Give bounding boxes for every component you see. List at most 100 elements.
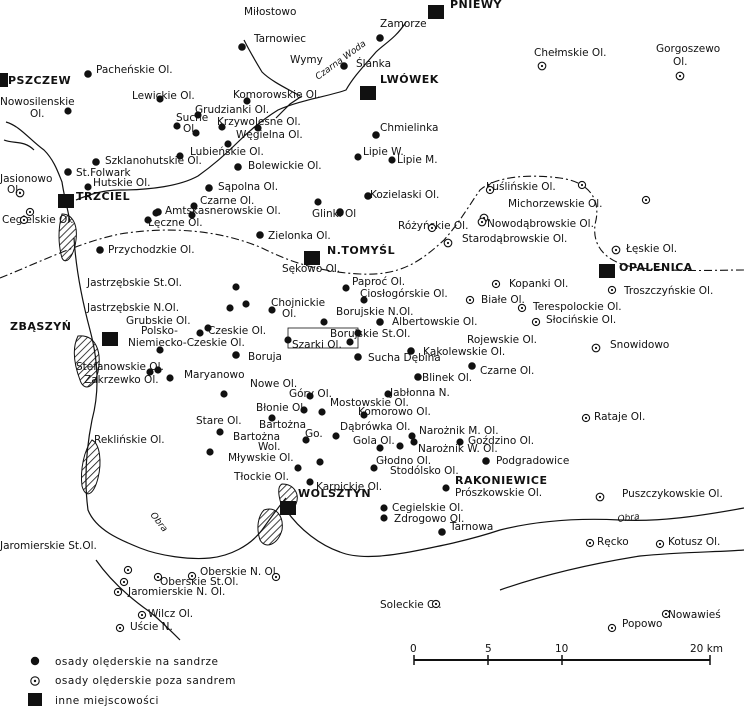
sandr-settlement-marker: [380, 514, 388, 522]
sandr-settlement-label-tłockie-ol: Tłockie Ol.: [233, 471, 289, 483]
scale-tick-5: 5: [485, 643, 492, 655]
sandr-settlement-label-jastrzębskie-n-ol: Jastrzębskie N.Ol.: [86, 302, 179, 314]
sandr-settlement-marker: [234, 163, 242, 171]
sandr-settlement-marker: [370, 464, 378, 472]
sandr-settlement-marker: [354, 353, 362, 361]
sandr-settlement-marker: [456, 438, 464, 446]
sandr-settlement-marker: [468, 362, 476, 370]
sandr-settlement-marker: [332, 432, 340, 440]
town-marker-zbąszyń: [102, 332, 118, 346]
non-sandr-settlement-label-starodąbrowskie-ol: Starodąbrowskie Ol.: [462, 233, 567, 245]
sandr-settlement-label-lipie-m: Lipie M.: [397, 154, 438, 166]
sandr-settlement-label-prószkowskie-ol: Prószkowskie Ol.: [455, 487, 542, 499]
sandr-settlement-marker: [64, 107, 72, 115]
sandr-settlement-marker: [64, 168, 72, 176]
legend-non-sandr-label: osady olęderskie poza sandrem: [55, 675, 236, 687]
sandr-settlement-label-zielonka-ol: Zielonka Ol.: [268, 230, 331, 242]
sandr-settlement-label-jastrzębskie-st-ol: Jastrzębskie St.Ol.: [86, 277, 182, 289]
sandr-settlement-label-węgielna-ol: Węgielna Ol.: [236, 129, 303, 141]
town-label-opalenica: OPALENICA: [619, 261, 693, 274]
sandr-settlement-marker: [318, 408, 326, 416]
non-sandr-settlement-label-uście-n: Uście N.: [130, 621, 173, 633]
sandr-settlement-label-gola-ol: Gola Ol.: [353, 435, 395, 447]
non-sandr-settlement-label-łęskie-ol: Łęskie Ol.: [625, 243, 677, 255]
sandr-settlement-marker: [396, 442, 404, 450]
legend-sandr-symbol: [30, 656, 40, 666]
sandr-settlement-marker: [268, 306, 276, 314]
non-sandr-settlement-label-michorzewskie-ol: Michorzewskie Ol.: [508, 198, 603, 210]
non-sandr-settlement-label-jasionowo: Jasionowo: [0, 173, 52, 185]
non-sandr-settlement-label-gorgoszewo: Gorgoszewo: [656, 43, 720, 55]
non-sandr-settlement-label-soleckie-ol: Soleckie Ol.: [380, 599, 442, 611]
sandr-settlement-label-zdrogowo-ol: Zdrogowo Ol.: [394, 513, 464, 525]
map-lines: [3, 21, 744, 641]
sandr-settlement-marker: [384, 390, 392, 398]
sandr-settlement-marker: [156, 95, 164, 103]
non-sandr-settlement-label-rataje-ol: Rataje Ol.: [594, 411, 645, 423]
sandr-settlement-marker: [360, 411, 368, 419]
sandr-settlement-marker: [336, 209, 344, 217]
sandr-settlement-marker: [388, 156, 396, 164]
sandr-settlement-label-nowe-ol: Nowe Ol.: [250, 378, 297, 390]
sandr-settlement-marker: [243, 97, 251, 105]
sandr-settlement-marker: [306, 392, 314, 400]
town-marker-n-tomyśl: [304, 251, 320, 265]
non-sandr-settlement-label-chełmskie-ol: Chełmskie Ol.: [534, 47, 606, 59]
non-sandr-settlement-label-cegielskie-ol: Cegielskie Ol.: [2, 214, 74, 226]
sandr-settlement-label-komorowskie-ol: Komorowskie Ol.: [233, 89, 320, 101]
sandr-settlement-label-niemiecko-czeskie-ol: Niemiecko-Czeskie Ol.: [128, 337, 245, 349]
sandr-settlement-marker: [314, 198, 322, 206]
sandr-settlement-label-wol: Wol.: [258, 441, 280, 453]
sandr-settlement-marker: [242, 300, 250, 308]
sandr-settlement-label-borujskie-n-ol: Borujskie N.Ol.: [336, 306, 414, 318]
town-marker-pszczew: [0, 73, 8, 87]
sandr-settlement-label-lewickie-ol: Lewickie Ol.: [132, 90, 195, 102]
towns-layer: PNIEWYLWÓWEKPSZCZEWTRZCIELN.TOMYŚLOPALEN…: [0, 0, 693, 515]
sandr-settlement-label-amtskasnerowskie-ol: Amtskasnerowskie Ol.: [165, 205, 281, 217]
sandr-settlement-marker: [372, 131, 380, 139]
sandr-settlement-label-borujskie-st-ol: Borujskie St.Ol.: [330, 328, 410, 340]
sandr-settlement-marker: [156, 346, 164, 354]
sandr-settlement-label-przychodzkie-ol: Przychodzkie Ol.: [108, 244, 195, 256]
sandr-settlement-label-st-folwark: St.Folwark: [76, 167, 131, 179]
sandr-settlement-label-grubskie-ol: Grubskie Ol.: [126, 315, 191, 327]
sandr-settlement-label-narożnik-w-ol: Narożnik W. Ol.: [418, 443, 498, 455]
sandr-settlement-label-polsko: Polsko-: [141, 325, 178, 337]
sandr-settlement-marker: [316, 458, 324, 466]
sandr-settlement-marker: [482, 457, 490, 465]
sandr-settlement-marker: [410, 438, 418, 446]
sandr-settlement-marker: [438, 528, 446, 536]
sandr-settlement-marker: [166, 374, 174, 382]
sandr-settlement-label-zamorze: Zamorze: [380, 18, 427, 30]
river-label-obra-right: Obra: [617, 512, 640, 525]
non-sandr-settlement-label-jaromierskie-st-ol: Jaromierskie St.Ol.: [0, 540, 97, 552]
sandr-settlement-marker: [340, 62, 348, 70]
sandr-settlement-label-ol: Ol.: [282, 308, 297, 320]
non-sandr-settlement-label-kuślińskie-ol: Kuślińskie Ol.: [486, 181, 556, 193]
sandr-settlement-label-lipie-w: Lipie W.: [363, 146, 404, 158]
sandr-settlement-marker: [190, 202, 198, 210]
sandr-settlement-label-bartożna: Bartożna: [233, 431, 280, 443]
sandr-settlement-label-bartożna: Bartożna: [259, 419, 306, 431]
non-sandr-settlement-label-puszczykowskie-ol: Puszczykowskie Ol.: [622, 488, 723, 500]
sandr-settlement-label-bolewickie-ol: Bolewickie Ol.: [248, 160, 322, 172]
scale-bar: 0 5 10 20 km: [410, 643, 723, 665]
sandr-settlement-marker: [306, 478, 314, 486]
legend-town-symbol: [28, 693, 42, 706]
non-sandr-settlement-label-nowawieś: Nowawieś: [668, 609, 721, 621]
sandr-settlement-label-reklińskie-ol: Reklińskie Ol.: [94, 434, 165, 446]
sandr-settlement-label-goździno-ol: Goździno Ol.: [468, 435, 534, 447]
sandr-settlement-label-miłostowo: Miłostowo: [244, 6, 296, 18]
town-marker-pniewy: [428, 5, 444, 19]
sandr-settlement-marker: [205, 184, 213, 192]
town-label-trzciel: TRZCIEL: [76, 190, 130, 203]
sandr-settlement-marker: [232, 351, 240, 359]
sandr-settlement-marker: [92, 158, 100, 166]
sandr-settlement-marker: [216, 428, 224, 436]
sandr-settlement-marker: [84, 70, 92, 78]
sandr-settlement-marker: [206, 448, 214, 456]
legend: osady olęderskie na sandrze osady olęder…: [28, 656, 236, 707]
sandr-settlement-label-wymy: Wymy: [290, 54, 323, 66]
sandr-settlement-label-grudzianki-ol: Grudzianki Ol.: [195, 104, 269, 116]
